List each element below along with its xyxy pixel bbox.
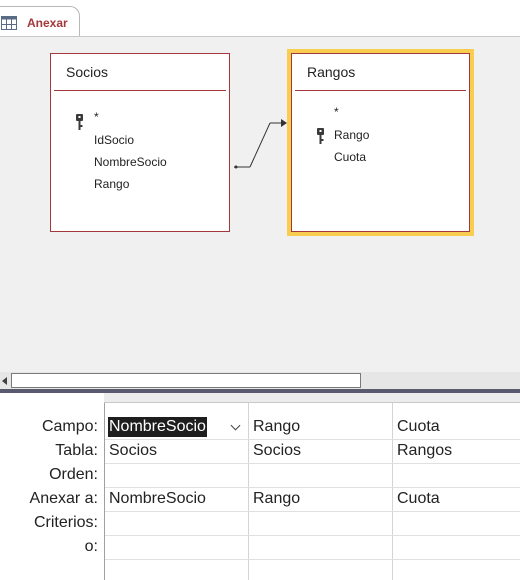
field-all[interactable]: * (334, 105, 339, 119)
key-icon (76, 114, 83, 130)
column-selector-bar[interactable] (104, 393, 520, 403)
scroll-left-icon[interactable] (0, 372, 11, 389)
title-divider (54, 90, 226, 91)
tabla-cell-1[interactable]: Socios (109, 442, 158, 459)
row-divider (105, 439, 520, 440)
tabla-cell-2[interactable]: Socios (253, 442, 302, 459)
tab-label: Anexar (27, 16, 68, 30)
field-idsocio[interactable]: IdSocio (94, 133, 135, 147)
table-title: Rangos (307, 64, 356, 80)
horizontal-scrollbar[interactable] (0, 372, 520, 389)
query-design-canvas[interactable]: Socios * IdSocio NombreSocio Rango Rango… (0, 36, 520, 372)
field-rango[interactable]: Rango (334, 128, 370, 142)
document-tab-strip: Anexar (0, 0, 520, 37)
grid-border (104, 403, 105, 580)
anexar-cell-3[interactable]: Cuota (397, 490, 440, 507)
field-rango[interactable]: Rango (94, 177, 130, 191)
table-title: Socios (66, 64, 109, 80)
anexar-cell-1[interactable]: NombreSocio (109, 490, 206, 507)
column-divider (392, 403, 393, 580)
row-label-orden: Orden: (49, 466, 98, 483)
tabla-cell-3[interactable]: Rangos (397, 442, 453, 459)
row-divider (105, 463, 520, 464)
field-all[interactable]: * (94, 110, 99, 124)
field-nombresocio[interactable]: NombreSocio (94, 155, 167, 169)
chevron-down-icon[interactable] (226, 418, 246, 436)
table-socios[interactable]: Socios * IdSocio NombreSocio Rango (50, 53, 230, 232)
campo-cell-2[interactable]: Rango (253, 418, 301, 435)
row-divider (105, 511, 520, 512)
table-rangos-frame: Rangos * Rango Cuota (291, 53, 470, 232)
row-label-campo: Campo: (41, 418, 98, 435)
field-cuota[interactable]: Cuota (334, 150, 367, 164)
query-design-grid: Campo: Tabla: Orden: Anexar a: Criterios… (0, 393, 520, 580)
table-rangos[interactable]: Rangos * Rango Cuota (287, 49, 474, 236)
row-label-criterios: Criterios: (33, 514, 98, 531)
row-divider (105, 487, 520, 488)
anexar-cell-2[interactable]: Rango (253, 490, 301, 507)
scroll-thumb[interactable] (11, 373, 361, 388)
key-icon (317, 128, 324, 144)
title-divider (295, 90, 466, 91)
campo-cell-3[interactable]: Cuota (397, 418, 440, 435)
column-divider (248, 403, 249, 580)
tab-anexar[interactable]: Anexar (0, 6, 80, 37)
row-label-tabla: Tabla: (55, 442, 98, 459)
row-label-anexar: Anexar a: (29, 490, 98, 507)
row-divider (105, 535, 520, 536)
pane-splitter[interactable] (0, 389, 520, 393)
row-label-o: o: (84, 538, 98, 555)
campo-cell-1[interactable]: NombreSocio (108, 417, 207, 437)
row-divider (105, 559, 520, 560)
query-icon (1, 16, 17, 30)
